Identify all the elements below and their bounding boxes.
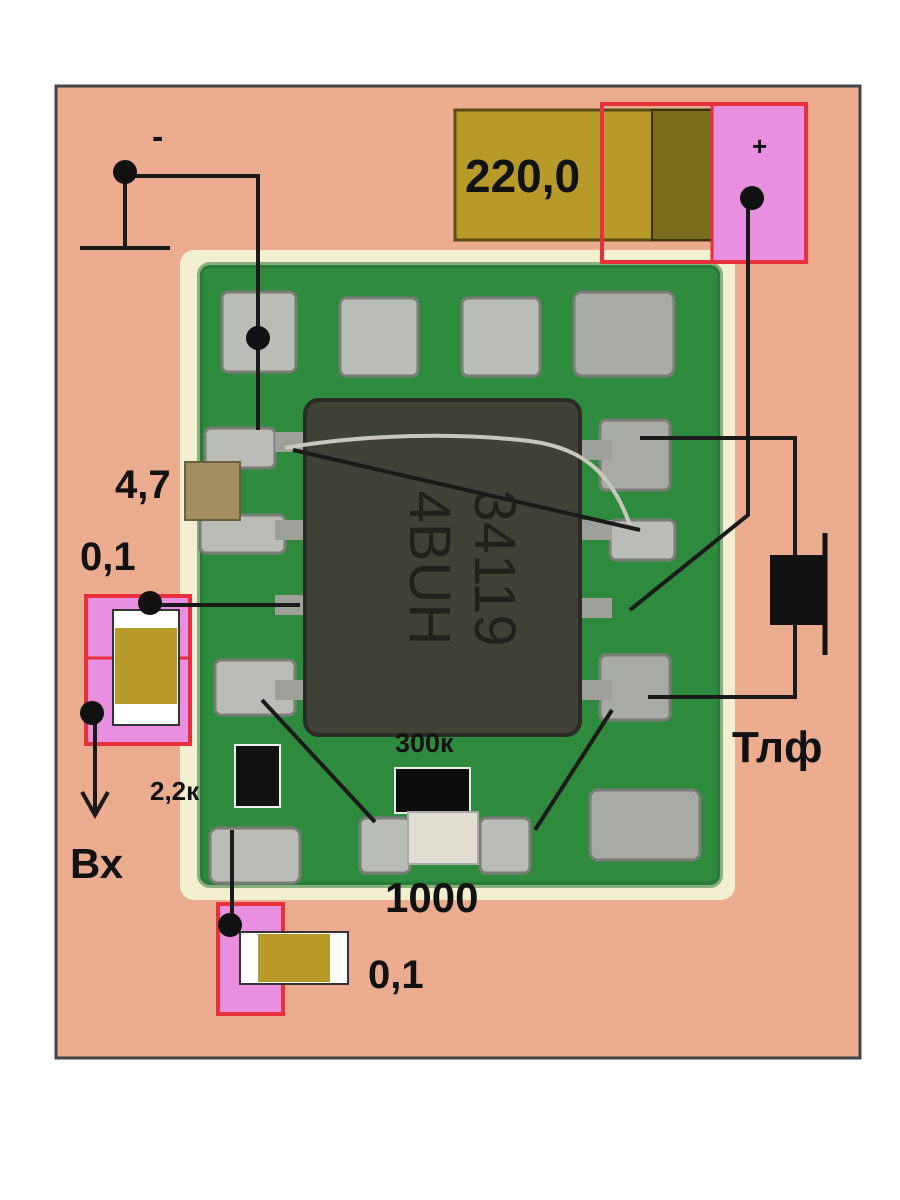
pad	[478, 816, 532, 875]
label-minus: -	[152, 118, 163, 156]
chip-marking-top: 34119	[462, 490, 527, 647]
label-0-1-left: 0,1	[80, 535, 136, 579]
pad	[588, 788, 702, 862]
telephone-symbol	[770, 533, 828, 655]
chip-marking-bottom: 4BUH	[397, 491, 462, 646]
plus-terminal-highlight	[710, 102, 808, 264]
label-1000: 1000	[385, 874, 478, 921]
chip-body	[303, 398, 582, 737]
label-4-7: 4,7	[115, 463, 171, 507]
electrolytic-capacitor	[453, 102, 808, 264]
pad	[460, 296, 542, 378]
label-0-1-bottom: 0,1	[368, 953, 424, 997]
jumper-wire	[284, 433, 632, 526]
pad	[572, 290, 676, 378]
capacitor-1000-body	[407, 811, 479, 865]
resistor-300k-body	[394, 767, 471, 814]
resistor-4-7-body	[184, 461, 241, 521]
label-2-2k: 2,2к	[150, 776, 200, 806]
pad	[208, 826, 302, 885]
capacitor-0-1-left	[84, 594, 192, 746]
label-220-0: 220,0	[465, 150, 580, 202]
label-300k: 300к	[395, 728, 454, 758]
pad	[338, 296, 420, 378]
junction-dots	[80, 160, 764, 937]
capacitor-outline-highlight	[600, 102, 808, 264]
label-output: Тлф	[732, 723, 823, 772]
resistor-2-2k-body	[234, 744, 281, 808]
label-input: Вх	[70, 840, 124, 887]
label-plus: +	[752, 131, 767, 161]
pad	[358, 816, 412, 875]
